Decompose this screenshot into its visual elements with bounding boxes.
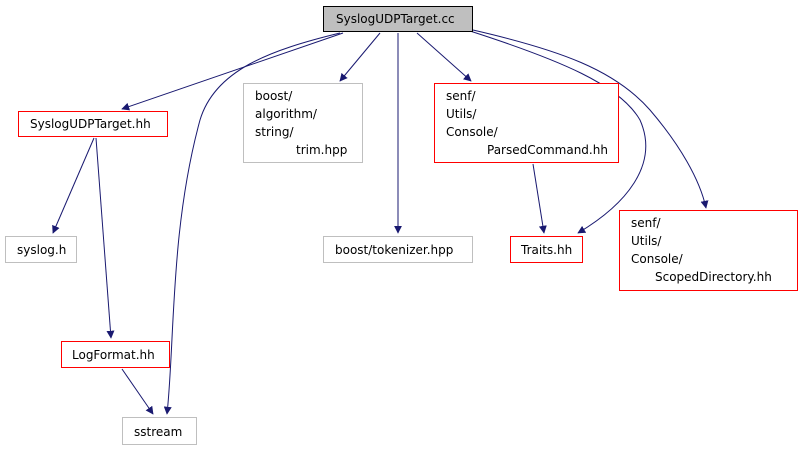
node-label-line: boost/ (255, 89, 293, 103)
node-label-line: string/ (255, 125, 294, 139)
node-label-line: ParsedCommand.hh (487, 143, 608, 157)
node-sstream: sstream (122, 417, 197, 445)
node-label-line: LogFormat.hh (72, 348, 155, 362)
node-label-line: Utils/ (446, 107, 477, 121)
edge-log-format-to-sstream (121, 368, 154, 415)
edge-syslog-udp-target-hh-to-log-format (95, 137, 115, 339)
edge-syslog-udp-target-cc-to-syslog-udp-target-hh (121, 32, 344, 111)
node-scoped-directory-hh[interactable]: senf/Utils/Console/ScopedDirectory.hh (619, 210, 798, 291)
edge-syslog-udp-target-cc-to-boost-trim (339, 32, 381, 82)
node-label-line: Traits.hh (521, 243, 573, 257)
node-label-line: SyslogUDPTarget.hh (30, 117, 151, 131)
node-syslog-udp-target-cc[interactable]: SyslogUDPTarget.cc (323, 6, 473, 32)
edge-syslog-udp-target-cc-to-traits-hh (469, 30, 647, 234)
edge-syslog-udp-target-cc-to-parsed-command (416, 32, 472, 82)
edge-syslog-udp-target-cc-to-scoped-directory (472, 29, 709, 209)
edge-syslog-udp-target-hh-to-syslog-h (52, 137, 95, 234)
edge-parsed-command-to-traits-hh (532, 163, 547, 234)
node-syslog-h: syslog.h (5, 236, 77, 263)
node-label-line: senf/ (631, 216, 661, 230)
node-syslog-udp-target-hh[interactable]: SyslogUDPTarget.hh (18, 111, 168, 137)
node-label-line: Utils/ (631, 234, 662, 248)
node-label-line: Console/ (446, 125, 498, 139)
node-boost-tokenizer-hpp: boost/tokenizer.hpp (323, 236, 473, 263)
node-label-line: algorithm/ (255, 107, 317, 121)
node-label-line: trim.hpp (296, 143, 348, 157)
node-boost-trim-hpp: boost/algorithm/string/trim.hpp (243, 83, 363, 163)
node-label-line: SyslogUDPTarget.cc (336, 12, 455, 26)
node-label-line: boost/tokenizer.hpp (335, 243, 454, 257)
node-parsed-command-hh[interactable]: senf/Utils/Console/ParsedCommand.hh (434, 83, 619, 163)
node-traits-hh[interactable]: Traits.hh (510, 236, 583, 263)
node-label-line: syslog.h (17, 243, 67, 257)
node-label-line: Console/ (631, 252, 683, 266)
node-label-line: ScopedDirectory.hh (655, 270, 772, 284)
node-label-line: sstream (134, 425, 183, 439)
edge-syslog-udp-target-cc-to-sstream (163, 32, 341, 415)
node-log-format-hh[interactable]: LogFormat.hh (61, 341, 170, 368)
node-label-line: senf/ (446, 89, 476, 103)
